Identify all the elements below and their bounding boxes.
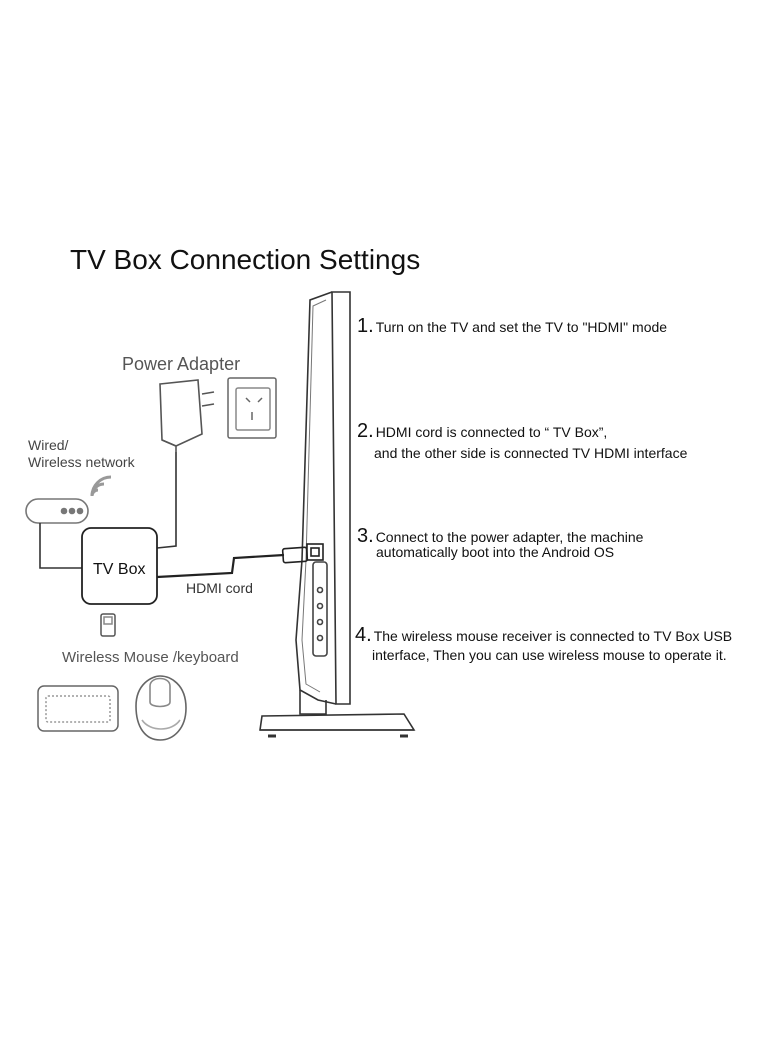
step-1-text: Turn on the TV and set the TV to "HDMI" … bbox=[375, 319, 668, 335]
tv-side-icon bbox=[259, 291, 416, 738]
tv-box-body bbox=[81, 527, 158, 605]
step-2-number: 2. bbox=[357, 420, 374, 442]
hdmi-cord-label: HDMI cord bbox=[186, 580, 253, 596]
power-adapter-label: Power Adapter bbox=[122, 354, 241, 374]
page-title: TV Box Connection Settings bbox=[70, 244, 421, 275]
step-2: 2.HDMI cord is connected to “ TV Box”, bbox=[357, 420, 607, 443]
network-label: Wired/ Wireless network bbox=[28, 437, 135, 471]
wifi-icon bbox=[90, 475, 112, 497]
hdmi-cable bbox=[156, 546, 309, 579]
network-label-line2: Wireless network bbox=[28, 454, 135, 470]
tv-box-label: TV Box bbox=[93, 561, 146, 578]
wall-socket-icon bbox=[227, 377, 277, 439]
step-3-line2: automatically boot into the Android OS bbox=[376, 544, 615, 560]
router-icon bbox=[25, 498, 89, 569]
step-2-line2: and the other side is connected TV HDMI … bbox=[374, 445, 688, 461]
step-4-text: The wireless mouse receiver is connected… bbox=[373, 628, 733, 644]
step-3-number: 3. bbox=[357, 525, 374, 547]
step-1-number: 1. bbox=[357, 315, 374, 337]
usb-receiver-icon bbox=[100, 613, 116, 637]
step-4-number: 4. bbox=[355, 624, 372, 646]
step-3: 3.Connect to the power adapter, the mach… bbox=[357, 525, 643, 548]
step-4: 4.The wireless mouse receiver is connect… bbox=[355, 624, 732, 647]
step-2-text: HDMI cord is connected to “ TV Box”, bbox=[375, 424, 608, 440]
step-1: 1.Turn on the TV and set the TV to "HDMI… bbox=[357, 315, 667, 338]
keyboard-icon bbox=[37, 685, 119, 732]
mouse-icon bbox=[135, 675, 187, 741]
network-label-line1: Wired/ bbox=[28, 437, 69, 453]
step-4-line2: interface, Then you can use wireless mou… bbox=[372, 647, 727, 663]
mouse-keyboard-label: Wireless Mouse /keyboard bbox=[62, 649, 239, 666]
step-3-text: Connect to the power adapter, the machin… bbox=[375, 529, 644, 545]
power-adapter-icon bbox=[156, 379, 215, 549]
